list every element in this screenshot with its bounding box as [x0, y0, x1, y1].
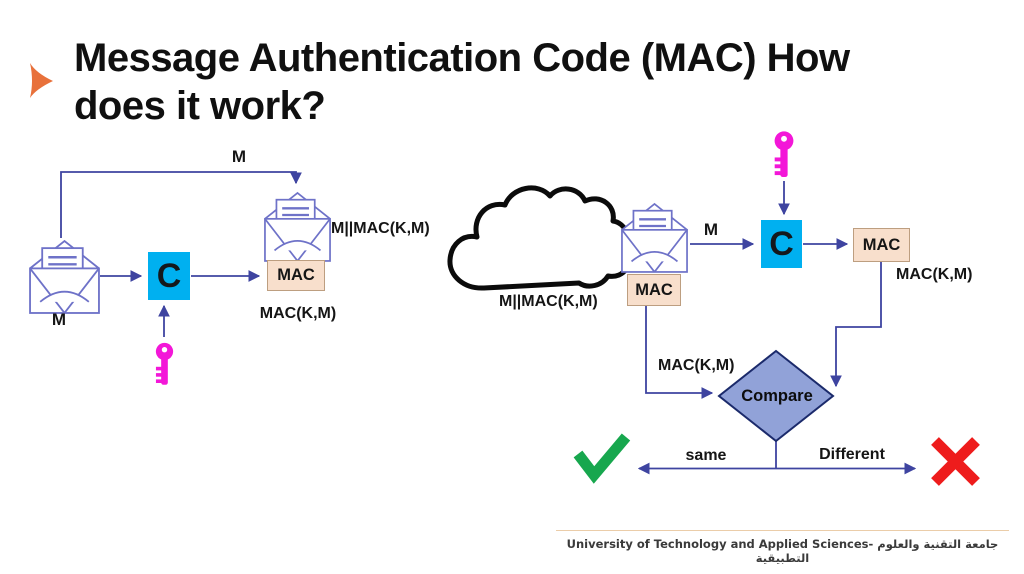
arrow-computed-mac-to-compare	[830, 262, 882, 388]
label-mac-km-computed: MAC(K,M)	[896, 266, 973, 283]
label-message-m-top: M	[231, 147, 247, 166]
key-icon-receiver	[774, 131, 794, 178]
label-message-m-receiver: M	[703, 220, 719, 239]
label-message-m-sender: M	[51, 310, 67, 329]
envelope-icon-sender-message	[29, 239, 100, 314]
compare-label: Compare	[741, 387, 813, 405]
flow-arrows	[60, 171, 917, 475]
mac-attached-box-sender: MAC	[267, 260, 325, 291]
footer-rule	[556, 530, 1009, 531]
mac-attached-box-receiver: MAC	[627, 274, 681, 306]
c-function-box-receiver: C	[761, 220, 802, 268]
title-bullet-icon	[30, 63, 53, 98]
cloud-icon	[447, 185, 632, 291]
label-same: same	[685, 447, 727, 464]
footer-university-name: University of Technology and Applied Sci…	[566, 537, 999, 565]
key-icon-sender	[155, 342, 174, 385]
page-title-line2: does it work?	[74, 84, 326, 128]
arrow-received-mac-to-compare	[645, 306, 714, 399]
label-different: Different	[819, 446, 885, 463]
compare-diamond	[717, 349, 835, 443]
page-title-line1: Message Authentication Code (MAC) How	[74, 36, 850, 80]
mac-computed-box-receiver: MAC	[853, 228, 910, 262]
arrow-message-copy	[60, 171, 302, 238]
page-title: Message Authentication Code (MAC) How do…	[74, 34, 979, 130]
check-icon	[573, 433, 631, 484]
label-mac-km-received: MAC(K,M)	[658, 357, 735, 374]
envelope-icon-received-message	[621, 202, 688, 273]
cross-icon	[931, 437, 980, 486]
label-mac-km-sender: MAC(K,M)	[259, 305, 337, 322]
label-concat-sender: M||MAC(K,M)	[331, 220, 430, 237]
c-function-box-sender: C	[148, 252, 190, 300]
label-concat-channel: M||MAC(K,M)	[499, 293, 598, 310]
envelope-icon-sent-message	[264, 191, 331, 262]
